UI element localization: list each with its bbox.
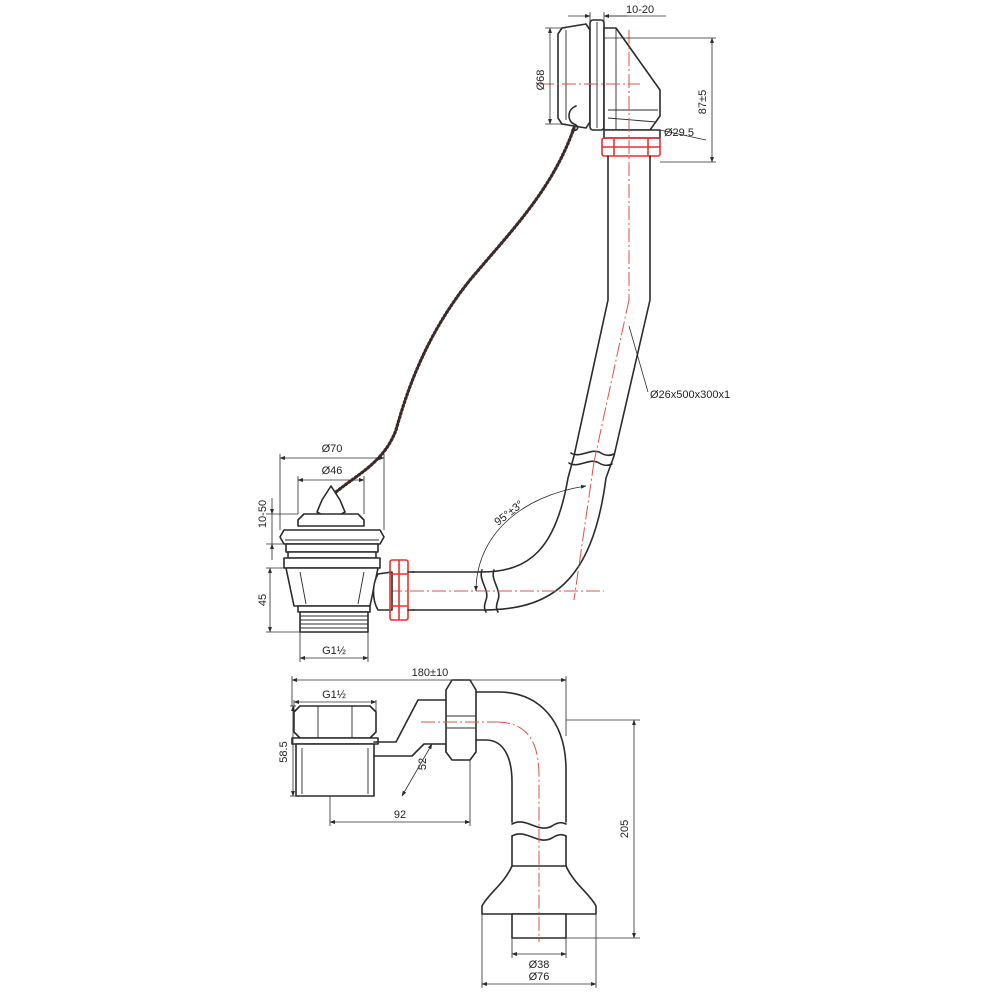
label-thread-top: G1½ bbox=[322, 645, 346, 657]
label-diameter-68: Ø68 bbox=[535, 70, 547, 91]
plug-stub bbox=[407, 571, 415, 611]
label-adjust-10-50: 10-50 bbox=[257, 500, 269, 528]
trap-assembly bbox=[291, 679, 597, 939]
label-offset-92: 92 bbox=[394, 809, 406, 821]
label-offset-52: 52 bbox=[417, 758, 429, 770]
label-outlet-29-5: Ø29.5 bbox=[664, 127, 694, 139]
label-height-205: 205 bbox=[619, 820, 631, 838]
label-diameter-76: Ø76 bbox=[529, 971, 550, 983]
label-thread-trap: G1½ bbox=[322, 689, 346, 701]
label-height-45: 45 bbox=[257, 594, 269, 606]
label-diameter-38: Ø38 bbox=[529, 959, 550, 971]
label-bend-angle: 95°±3° bbox=[492, 498, 526, 528]
label-width-180: 180±10 bbox=[412, 667, 449, 679]
label-diameter-70: Ø70 bbox=[322, 443, 343, 455]
overflow-head bbox=[557, 19, 661, 139]
label-height-58-5: 58.5 bbox=[278, 741, 290, 762]
label-pipe: Ø26x500x300x1 bbox=[650, 389, 730, 401]
label-width-10-20: 10-20 bbox=[626, 4, 654, 16]
plug-chain bbox=[334, 126, 576, 494]
label-height-87: 87±5 bbox=[697, 90, 709, 114]
overflow-nut bbox=[601, 137, 661, 157]
dimensions-top bbox=[266, 12, 716, 662]
trap-centerline bbox=[421, 721, 540, 942]
label-diameter-46: Ø46 bbox=[322, 465, 343, 477]
plug-nut bbox=[389, 559, 409, 621]
dimensions-trap bbox=[290, 676, 640, 988]
waste-plug bbox=[279, 485, 393, 633]
waste-pipe bbox=[411, 155, 651, 613]
